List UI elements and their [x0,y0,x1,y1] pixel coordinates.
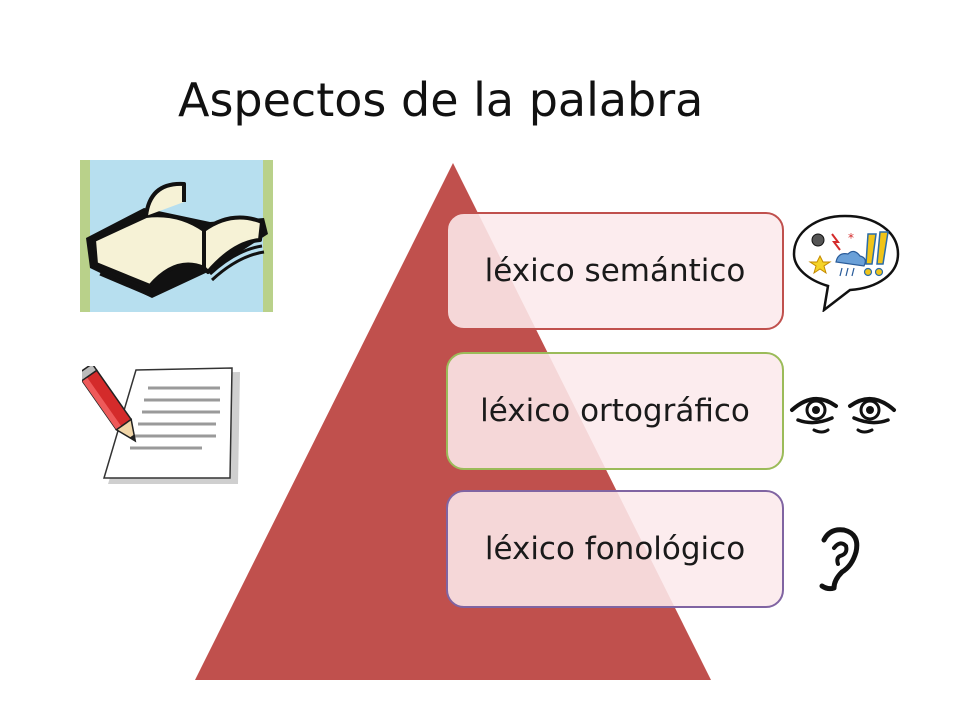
slide-title: Aspectos de la palabra [178,73,704,127]
eyes-icon [790,397,896,434]
level-phonological-label: léxico fonológico [484,531,746,567]
level-semantic-box: léxico semántico [446,212,784,330]
speech-bubble-icon: * [792,214,900,312]
level-orthographic-label: léxico ortográfico [480,393,750,429]
pencil-paper-icon [82,366,240,484]
open-book-icon [80,160,273,312]
ear-icon [819,527,860,592]
svg-text:*: * [848,231,854,245]
level-phonological-box: léxico fonológico [446,490,784,608]
level-semantic-label: léxico semántico [484,253,746,289]
level-orthographic-box: léxico ortográfico [446,352,784,470]
